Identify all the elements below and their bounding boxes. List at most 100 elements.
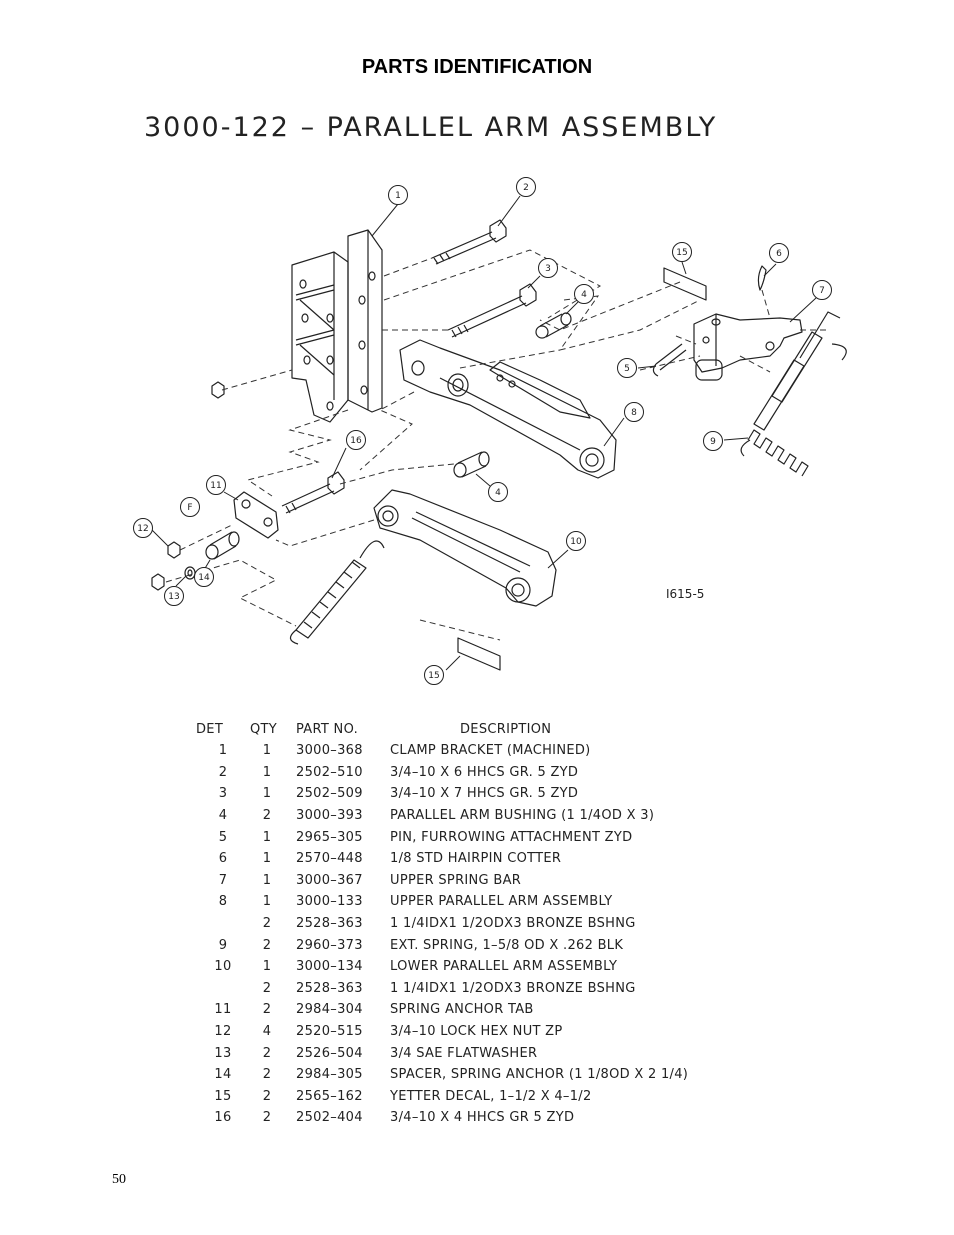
description-cell: SPACER, SPRING ANCHOR (1 1/8OD X 2 1/4) <box>390 1067 689 1083</box>
callout-10: 10 <box>566 531 586 551</box>
header-part-no: PART NO. <box>296 721 359 737</box>
qty-cell: 1 <box>262 851 272 867</box>
callout-16: 16 <box>346 430 366 450</box>
qty-cell: 4 <box>262 1024 272 1040</box>
header-det: DET <box>196 721 224 737</box>
description-cell: 3/4 SAE FLATWASHER <box>390 1045 538 1061</box>
callout-13: 13 <box>164 586 184 606</box>
table-row: 14 2 2984–305 SPACER, SPRING ANCHOR (1 1/8O… <box>196 1064 800 1086</box>
qty-cell: 1 <box>262 894 272 910</box>
det-cell <box>196 978 250 1000</box>
det-cell <box>196 913 250 935</box>
part-number-cell: 2984–305 <box>296 1067 363 1083</box>
callout-8: 8 <box>624 402 644 422</box>
page-heading: PARTS IDENTIFICATION <box>361 56 593 78</box>
callout-4-upper: 4 <box>574 284 594 304</box>
hardware-small-drawing <box>151 381 240 591</box>
svg-text:3: 3 <box>545 264 551 274</box>
description-cell: EXT. SPRING, 1–5/8 OD X .262 BLK <box>390 937 624 953</box>
det-cell: 8 <box>218 894 228 910</box>
det-cell: 10 <box>214 959 232 975</box>
qty-cell: 2 <box>262 1045 272 1061</box>
qty-cell: 2 <box>262 1088 272 1104</box>
svg-text:15: 15 <box>676 248 687 258</box>
det-cell: 14 <box>214 1067 232 1083</box>
det-cell: 6 <box>218 851 228 867</box>
svg-text:7: 7 <box>819 286 825 296</box>
callout-6: 6 <box>769 243 789 263</box>
description-cell: 3/4–10 LOCK HEX NUT ZP <box>390 1024 563 1040</box>
det-cell: 7 <box>218 872 228 888</box>
decals-drawing <box>457 267 707 671</box>
det-cell: 16 <box>214 1110 232 1126</box>
description-cell: 1 1/4IDX1 1/2ODX3 BRONZE BSHNG <box>390 980 636 996</box>
bushing-4-lower-drawing <box>453 451 490 478</box>
anchor-tab-drawing <box>233 491 279 539</box>
svg-text:6: 6 <box>776 249 782 259</box>
qty-cell: 1 <box>262 959 272 975</box>
description-cell: UPPER SPRING BAR <box>390 872 522 888</box>
part-number-cell: 3000–393 <box>296 808 363 824</box>
qty-cell: 2 <box>262 1067 272 1083</box>
qty-cell: 2 <box>262 937 272 953</box>
part-number-cell: 2528–363 <box>296 916 363 932</box>
qty-cell: 1 <box>262 786 272 802</box>
part-number-cell: 2965–305 <box>296 829 363 845</box>
description-cell: SPRING ANCHOR TAB <box>390 1002 534 1018</box>
callout-4-lower: 4 <box>488 482 508 502</box>
part-number-cell: 2570–448 <box>296 851 363 867</box>
table-row: 7 1 3000–367 UPPER SPRING BAR <box>196 870 800 892</box>
bolt-2-drawing <box>431 219 507 265</box>
qty-cell: 1 <box>262 829 272 845</box>
svg-text:15: 15 <box>428 671 439 681</box>
part-number-cell: 2528–363 <box>296 980 363 996</box>
svg-text:16: 16 <box>350 436 362 446</box>
part-number-cell: 2502–510 <box>296 764 363 780</box>
callout-12: 12 <box>133 518 153 538</box>
page-number: 50 <box>112 1172 126 1187</box>
part-number-cell: 2502–509 <box>296 786 363 802</box>
det-cell: 4 <box>218 808 228 824</box>
spring-lower-drawing <box>289 540 385 645</box>
callout-11: 11 <box>206 475 226 495</box>
callout-9: 9 <box>703 431 723 451</box>
svg-text:5: 5 <box>624 364 630 374</box>
table-row: 5 1 2965–305 PIN, FURROWING ATTACHMENT ZYD <box>196 826 800 848</box>
description-cell: CLAMP BRACKET (MACHINED) <box>390 743 591 759</box>
header-qty: QTY <box>250 721 278 737</box>
drawing-code: I615-5 <box>666 587 704 601</box>
spring-9-drawing <box>740 311 847 477</box>
bolt-16-drawing <box>281 471 345 514</box>
det-cell: 15 <box>214 1088 232 1104</box>
det-cell: 5 <box>218 829 228 845</box>
det-cell: 3 <box>218 786 228 802</box>
upper-arm-drawing <box>399 339 617 479</box>
det-cell: 11 <box>214 1002 232 1018</box>
part-number-cell: 2526–504 <box>296 1045 363 1061</box>
svg-text:8: 8 <box>631 408 637 418</box>
description-cell: PIN, FURROWING ATTACHMENT ZYD <box>390 829 633 845</box>
svg-text:13: 13 <box>168 592 179 602</box>
part-number-cell: 3000–367 <box>296 872 363 888</box>
svg-text:1: 1 <box>395 191 401 201</box>
description-cell: 3/4–10 X 6 HHCS GR. 5 ZYD <box>390 764 579 780</box>
callout-3: 3 <box>538 258 558 278</box>
bushing-4-upper-drawing <box>535 312 572 339</box>
callout-7: 7 <box>812 280 832 300</box>
det-cell: 9 <box>218 937 228 953</box>
qty-cell: 1 <box>262 872 272 888</box>
part-number-cell: 3000–134 <box>296 959 363 975</box>
description-cell: 3/4–10 X 4 HHCS GR 5 ZYD <box>390 1110 575 1126</box>
qty-cell: 2 <box>262 808 272 824</box>
part-number-cell: 3000–133 <box>296 894 363 910</box>
qty-cell: 2 <box>262 1110 272 1126</box>
